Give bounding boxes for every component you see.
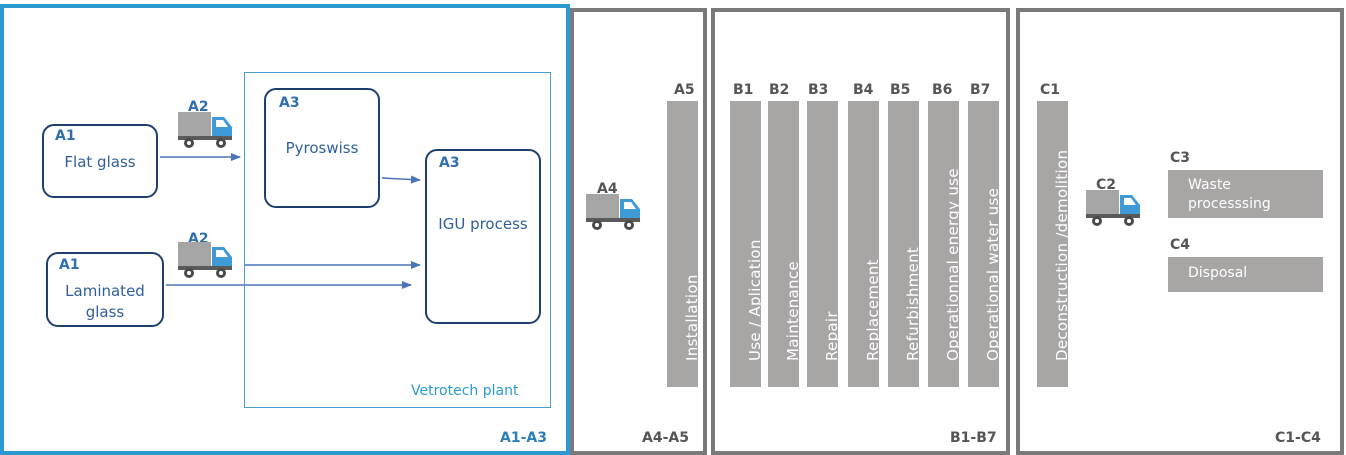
b4-code: B4 xyxy=(853,82,874,98)
stage-b1-b7-frame xyxy=(711,8,1010,455)
stage-a4-a5-frame xyxy=(570,8,707,455)
c4-code: C4 xyxy=(1170,237,1191,253)
laminated-glass-code: A1 xyxy=(59,257,80,273)
waste-processing-label-1: Waste xyxy=(1188,177,1231,193)
flat-glass-box: A1 Flat glass xyxy=(42,124,158,198)
c1-code: C1 xyxy=(1040,82,1061,98)
installation-bar: Installation xyxy=(667,101,701,387)
b4-bar: Replacement xyxy=(848,101,882,387)
c3-code: C3 xyxy=(1170,150,1191,166)
truck-icon xyxy=(1086,190,1140,226)
b7-code: B7 xyxy=(970,82,991,98)
b6-code: B6 xyxy=(932,82,953,98)
laminated-glass-label-2: glass xyxy=(85,303,125,321)
disposal-label: Disposal xyxy=(1188,265,1248,281)
disposal-box: Disposal xyxy=(1168,257,1323,292)
waste-processing-label-2: processsing xyxy=(1188,196,1271,212)
stage-c1-c4-frame xyxy=(1016,8,1344,455)
b6-bar: Operationnal energy use xyxy=(928,101,962,387)
laminated-glass-box: A1 Laminated glass xyxy=(46,252,164,327)
flat-glass-label: Flat glass xyxy=(64,153,136,171)
transport-a2-code-1: A2 xyxy=(188,99,209,115)
vetrotech-plant-label: Vetrotech plant xyxy=(411,383,519,399)
b5-code: B5 xyxy=(890,82,911,98)
pyroswiss-box: A3 Pyroswiss xyxy=(264,88,380,208)
igu-process-label: IGU process xyxy=(438,215,528,233)
b2-code: B2 xyxy=(769,82,790,98)
b5-bar: Refurbishment xyxy=(888,101,922,387)
c1-bar: Deconstruction /demolition xyxy=(1037,101,1071,387)
c2-code: C2 xyxy=(1096,177,1117,193)
b1-bar: Use / Aplication xyxy=(730,101,764,387)
igu-process-code: A3 xyxy=(439,155,460,171)
flat-glass-code: A1 xyxy=(55,128,76,144)
b1-code: B1 xyxy=(733,82,754,98)
b7-bar: Operational water use xyxy=(968,101,1002,387)
vetrotech-plant-frame xyxy=(244,72,551,408)
installation-code: A5 xyxy=(674,82,695,98)
truck-icon xyxy=(178,242,232,278)
stage-a4-a5-label: A4-A5 xyxy=(642,430,689,446)
transport-a4-code: A4 xyxy=(597,181,618,197)
stage-c1-c4-label: C1-C4 xyxy=(1275,430,1321,446)
waste-processing-box: Waste processsing xyxy=(1168,170,1323,218)
stage-a1-a3-label: A1-A3 xyxy=(500,430,547,446)
igu-process-box: A3 IGU process xyxy=(425,149,541,324)
stage-b1-b7-label: B1-B7 xyxy=(950,430,997,446)
truck-icon xyxy=(586,194,640,230)
stage-a1-a3-frame xyxy=(0,4,570,455)
b3-bar: Repair xyxy=(807,101,841,387)
laminated-glass-label-1: Laminated xyxy=(65,282,145,300)
b2-bar: Maintenance xyxy=(768,101,802,387)
pyroswiss-label: Pyroswiss xyxy=(285,139,359,157)
arrow-pyroswiss-to-igu xyxy=(381,175,421,184)
truck-icon xyxy=(178,112,232,148)
b3-code: B3 xyxy=(808,82,829,98)
pyroswiss-code: A3 xyxy=(279,95,300,111)
